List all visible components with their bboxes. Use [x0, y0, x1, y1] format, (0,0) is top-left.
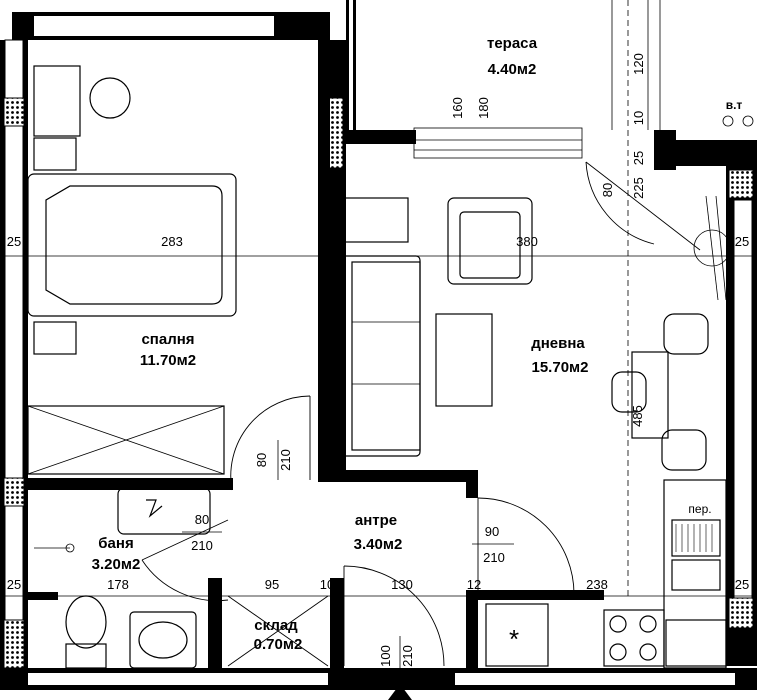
dim-160: 160 [450, 97, 465, 119]
bathroom-fixtures [34, 487, 211, 669]
dim-12: 12 [467, 577, 481, 592]
dim-95: 95 [265, 577, 279, 592]
dim-130: 130 [391, 577, 413, 592]
door-entry-h: 210 [400, 645, 415, 667]
storage-area: 0.70м2 [254, 636, 303, 653]
living-area: 15.70м2 [532, 359, 589, 376]
door-bath-h: 210 [191, 538, 213, 553]
dim-25-left-top: 25 [7, 234, 21, 249]
washer-label: пер. [688, 502, 711, 516]
terrace-name: тераса [487, 35, 538, 52]
room-labels: тераса 4.40м2 спалня 11.70м2 дневна 15.7… [92, 35, 743, 654]
door-bed-w: 80 [254, 453, 269, 467]
dimensions: 25 283 2 380 25 25 178 95 10 130 12 238 … [7, 53, 749, 676]
hall-area: 3.40м2 [354, 536, 403, 553]
living-furniture [337, 195, 731, 471]
dim-380: 380 [516, 234, 538, 249]
bath-area: 3.20м2 [92, 556, 141, 573]
dim-2: 2 [330, 234, 337, 249]
vt-ring-icon [722, 115, 734, 127]
storage-name: склад [254, 617, 298, 634]
kitchen [485, 479, 727, 669]
doors [141, 161, 701, 667]
bedroom-area: 11.70м2 [140, 352, 196, 369]
dim-25-right: 25 [631, 151, 646, 165]
hall-name: антре [355, 512, 397, 529]
door-bath-w: 80 [195, 512, 209, 527]
bath-name: баня [98, 535, 133, 552]
door-living-w: 90 [485, 524, 499, 539]
vt-label: в.т [726, 98, 743, 112]
axis-lines [0, 0, 757, 600]
dim-283: 283 [161, 234, 183, 249]
dim-25-right-top: 25 [735, 234, 749, 249]
dim-120: 120 [631, 53, 646, 75]
dim-225: 225 [631, 177, 646, 199]
dim-10-right: 10 [631, 111, 646, 125]
dim-25-left-bot: 25 [7, 577, 21, 592]
door-living-h: 210 [483, 550, 505, 565]
dim-238: 238 [586, 577, 608, 592]
terrace-area: 4.40м2 [488, 61, 537, 78]
dim-180: 180 [476, 97, 491, 119]
door-bed-h: 210 [278, 449, 293, 471]
dim-25-right-bot: 25 [735, 577, 749, 592]
living-name: дневна [531, 335, 585, 352]
door-entry-w: 100 [378, 645, 393, 667]
dim-10: 10 [320, 577, 334, 592]
bedroom-furniture [27, 65, 237, 475]
dim-485: 485 [630, 405, 645, 427]
bedroom-name: спалня [141, 331, 194, 348]
entry-arrow-icon [388, 684, 412, 700]
fridge-symbol: * [509, 624, 519, 654]
dim-80-terrace: 80 [600, 183, 615, 197]
vt-ring-icon [742, 115, 754, 127]
dim-178: 178 [107, 577, 129, 592]
